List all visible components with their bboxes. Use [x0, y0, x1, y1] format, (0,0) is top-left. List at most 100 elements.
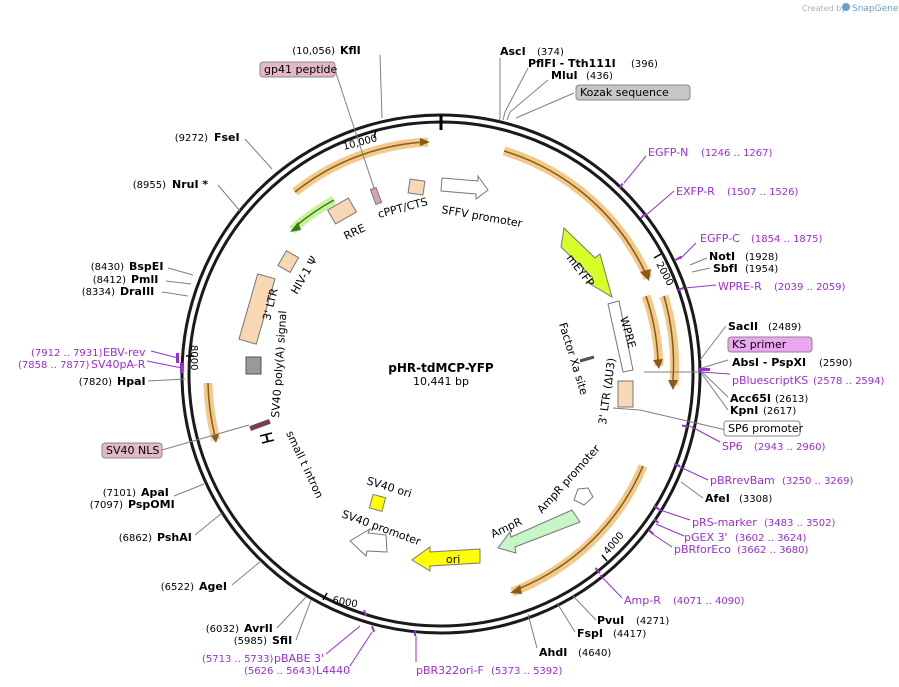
orf-arrow-small1 — [645, 295, 659, 361]
orf-arrow-egfp — [503, 150, 646, 273]
primer-tick — [681, 424, 689, 428]
primer-position: (2943 .. 2960) — [754, 442, 826, 453]
primer-position: (2578 .. 2594) — [813, 376, 885, 387]
primer-line — [655, 523, 685, 537]
arrowhead-icon — [211, 434, 219, 443]
site-position: (1954) — [745, 264, 778, 275]
leader-line — [161, 291, 189, 297]
leader-line — [244, 138, 273, 170]
primer-tick — [371, 625, 375, 633]
primer-label: EGFP-C — [700, 232, 740, 245]
leader-line — [515, 92, 575, 119]
arrowhead-icon — [640, 269, 651, 281]
leader-line — [334, 69, 375, 189]
primer-label: L4440 — [316, 664, 350, 677]
primer-position: (7912 .. 7931) — [31, 348, 103, 359]
site-label: NotI — [709, 250, 735, 263]
snapgene-brand: SnapGene — [852, 4, 899, 14]
site-position: (2590) — [819, 358, 852, 369]
leader-line — [506, 79, 549, 121]
primer-line — [644, 190, 675, 217]
leader-line — [556, 602, 576, 633]
leader-line — [173, 483, 205, 497]
leader-line — [161, 424, 250, 451]
primer-ticks — [176, 182, 710, 636]
site-position: (6032) — [206, 624, 239, 635]
leader-line — [295, 599, 312, 641]
site-label: FspI — [577, 627, 603, 640]
site-position: (8412) — [93, 275, 126, 286]
sv40-polyA-label: SV40 poly(A) signal — [269, 310, 289, 418]
primer-label: SV40pA-R — [91, 358, 146, 371]
sv40-nls-box — [101, 442, 163, 459]
primer-label: SP6 — [722, 440, 743, 453]
leader-line — [699, 325, 727, 361]
primer-tick — [677, 286, 685, 292]
site-label: KpnI — [730, 404, 758, 417]
site-position: (6522) — [161, 582, 194, 593]
leader-line — [502, 67, 529, 121]
leader-line — [217, 184, 241, 212]
leader-line — [701, 373, 729, 411]
gp41-label: gp41 peptide — [264, 63, 338, 76]
site-position: (9272) — [175, 133, 208, 144]
site-label: AfeI — [705, 492, 730, 505]
primer-label: pBluescriptKS — [732, 374, 808, 387]
leader-line — [165, 280, 192, 285]
site-label: BspEI — [129, 260, 163, 273]
primer-line — [146, 360, 183, 369]
leader-line — [527, 613, 538, 649]
wpre-box — [607, 300, 634, 373]
tick-mark — [322, 592, 328, 601]
site-position: (8430) — [91, 262, 124, 273]
ampr-promoter-label: AmpR promoter — [535, 442, 603, 516]
primer-position: (1854 .. 1875) — [751, 234, 823, 245]
sv40-polyA-box — [245, 356, 262, 375]
snapgene-logo-icon — [842, 3, 850, 11]
site-position: (4417) — [613, 629, 646, 640]
primer-tick — [675, 255, 683, 261]
cppt-cts-box — [407, 178, 426, 196]
orf-arrow-top-left — [294, 141, 425, 193]
primer-tick — [180, 363, 183, 373]
small-t-intron-symbol — [259, 432, 275, 444]
kozak-label: Kozak sequence — [580, 86, 669, 99]
sv40-nls-feature — [249, 419, 271, 431]
small-t-intron-label: small t intron — [283, 429, 326, 501]
primer-label: pBABE 3' — [274, 652, 324, 665]
leader-line — [194, 512, 223, 536]
factor-xa-marker — [579, 355, 595, 363]
primer-line — [150, 350, 179, 359]
primer-tick — [648, 529, 654, 535]
plasmid-length: 10,441 bp — [413, 375, 469, 388]
primer-tick — [673, 463, 681, 467]
site-position: (4271) — [636, 616, 669, 627]
leader-line — [379, 54, 383, 119]
rre-box — [326, 197, 358, 225]
site-label: DraIII — [120, 285, 154, 298]
primer-tick — [652, 518, 660, 524]
primer-label: pBRforEco — [674, 543, 731, 556]
primer-position: (5713 .. 5733) — [202, 654, 274, 665]
orf-arrow-left — [207, 382, 216, 437]
site-position: (6862) — [119, 533, 152, 544]
sffv-promoter-arrow — [440, 174, 489, 200]
primer-tick — [618, 182, 624, 190]
site-label: SbfI — [713, 262, 738, 275]
site-position: (2613) — [775, 394, 808, 405]
site-label: AscI — [500, 45, 526, 58]
site-position: (1928) — [745, 252, 778, 263]
arrowhead-icon — [290, 222, 301, 232]
primer-tick — [363, 609, 367, 617]
primer-line — [650, 532, 673, 548]
leader-line — [612, 407, 727, 431]
tick-label-8000: 8000 — [188, 345, 199, 370]
site-position: (2617) — [763, 406, 796, 417]
primer-label: pBRrevBam — [710, 474, 775, 487]
ori-label: ori — [446, 553, 460, 566]
leader-line — [689, 257, 708, 266]
primer-line — [599, 574, 623, 599]
gp41-feature — [369, 186, 383, 206]
leader-line — [231, 560, 262, 586]
primer-label: pGEX 3' — [684, 531, 728, 544]
